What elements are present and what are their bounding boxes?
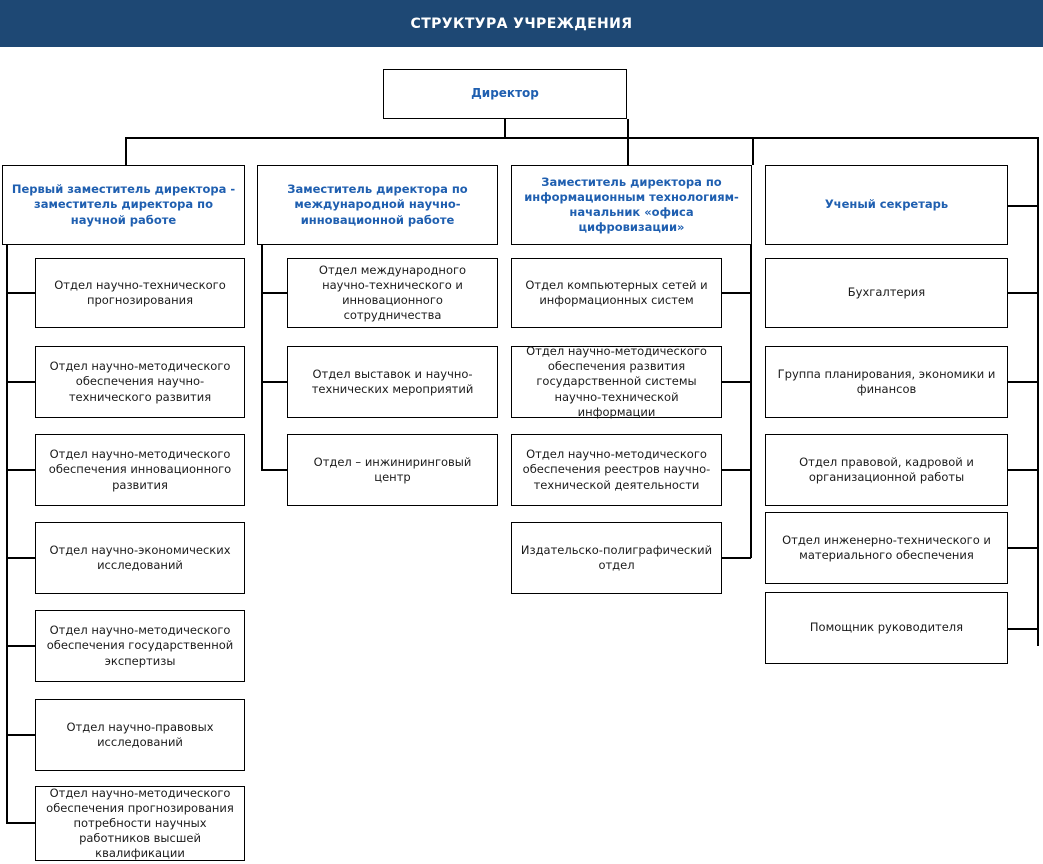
dept-3-3[interactable]: Отдел научно-методического обеспечения р… (511, 434, 722, 506)
branch-head-2-label: Заместитель директора по международной н… (287, 182, 468, 227)
chart-title-banner: СТРУКТУРА УЧРЕЖДЕНИЯ (0, 0, 1043, 47)
dept-1-1-label: Отдел научно-технического прогнозировани… (54, 277, 226, 307)
dept-3-2-label: Отдел научно-методического обеспечения р… (526, 344, 707, 419)
chart-title: СТРУКТУРА УЧРЕЖДЕНИЯ (410, 15, 633, 32)
dept-4-5[interactable]: Помощник руководителя (765, 592, 1008, 664)
dept-4-3[interactable]: Отдел правовой, кадровой и организационн… (765, 434, 1008, 506)
connector-dept-4-1 (1008, 292, 1038, 294)
branch-head-4[interactable]: Ученый секретарь (765, 165, 1008, 245)
dept-2-1-label: Отдел международного научно-технического… (318, 262, 467, 323)
dept-3-4[interactable]: Издательско-полиграфический отдел (511, 522, 722, 594)
node-director-label: Директор (471, 86, 539, 101)
dept-3-1-label: Отдел компьютерных сетей и информационны… (525, 277, 708, 307)
dept-1-5-label: Отдел научно-методического обеспечения г… (46, 623, 234, 668)
dept-2-3-label: Отдел – инжиниринговый центр (313, 454, 472, 484)
dept-2-1[interactable]: Отдел международного научно-технического… (287, 258, 498, 328)
dept-1-3-label: Отдел научно-методического обеспечения и… (48, 447, 232, 492)
dept-2-2-label: Отдел выставок и научно-технических меро… (311, 366, 474, 396)
dept-4-1[interactable]: Бухгалтерия (765, 258, 1008, 328)
connector-dept-3-1 (722, 292, 751, 294)
dept-1-4[interactable]: Отдел научно-экономических исследований (35, 522, 245, 594)
dept-4-1-label: Бухгалтерия (847, 285, 926, 300)
branch-head-3-label: Заместитель директора по информационным … (524, 174, 739, 235)
spine-branch-4 (1037, 165, 1039, 646)
connector-dept-1-2 (6, 381, 35, 383)
spine-branch-3 (750, 245, 752, 558)
connector-dept-1-6 (6, 734, 35, 736)
spine-branch-1 (6, 245, 8, 823)
connector-dept-1-5 (6, 645, 35, 647)
dept-2-2[interactable]: Отдел выставок и научно-технических меро… (287, 346, 498, 418)
connector-dept-4-4 (1008, 547, 1038, 549)
connector-dept-2-3 (261, 469, 287, 471)
node-director[interactable]: Директор (383, 69, 627, 119)
dept-1-2[interactable]: Отдел научно-методического обеспечения н… (35, 346, 245, 418)
connector-branch-4-drop (1037, 137, 1039, 165)
dept-4-2[interactable]: Группа планирования, экономики и финансо… (765, 346, 1008, 418)
spine-branch-2 (261, 245, 263, 469)
connector-dept-2-1 (261, 292, 287, 294)
dept-1-2-label: Отдел научно-методического обеспечения н… (49, 359, 231, 404)
connector-dept-3-4 (722, 557, 751, 559)
connector-dept-3-3 (722, 469, 751, 471)
connector-branch-2-drop (627, 119, 629, 165)
connector-dept-1-3 (6, 469, 35, 471)
connector-root-drop (504, 119, 506, 138)
dept-4-5-label: Помощник руководителя (809, 620, 964, 635)
dept-1-1[interactable]: Отдел научно-технического прогнозировани… (35, 258, 245, 328)
connector-head-4 (1008, 205, 1038, 207)
connector-dept-3-2 (722, 381, 751, 383)
branch-head-4-label: Ученый секретарь (824, 197, 949, 212)
branch-head-1-label: Первый заместитель директора - заместите… (11, 182, 236, 227)
dept-3-1[interactable]: Отдел компьютерных сетей и информационны… (511, 258, 722, 328)
branch-head-1[interactable]: Первый заместитель директора - заместите… (2, 165, 245, 245)
branch-head-2[interactable]: Заместитель директора по международной н… (257, 165, 498, 245)
connector-dept-4-3 (1008, 469, 1038, 471)
dept-1-3[interactable]: Отдел научно-методического обеспечения и… (35, 434, 245, 506)
dept-3-2[interactable]: Отдел научно-методического обеспечения р… (511, 344, 722, 419)
dept-4-3-label: Отдел правовой, кадровой и организационн… (799, 454, 974, 484)
dept-3-3-label: Отдел научно-методического обеспечения р… (522, 447, 711, 492)
dept-1-6[interactable]: Отдел научно-правовых исследований (35, 699, 245, 771)
dept-1-7-label: Отдел научно-методического обеспечения п… (46, 785, 234, 861)
dept-1-6-label: Отдел научно-правовых исследований (66, 719, 214, 749)
dept-1-4-label: Отдел научно-экономических исследований (49, 542, 231, 572)
branch-head-3[interactable]: Заместитель директора по информационным … (511, 165, 752, 245)
connector-dept-2-2 (261, 381, 287, 383)
connector-dept-1-7 (6, 822, 35, 824)
connector-dept-4-5 (1008, 628, 1038, 630)
dept-1-7[interactable]: Отдел научно-методического обеспечения п… (35, 786, 245, 861)
connector-dept-1-4 (6, 557, 35, 559)
dept-4-4-label: Отдел инженерно-технического и материаль… (782, 532, 991, 562)
dept-4-2-label: Группа планирования, экономики и финансо… (777, 366, 996, 396)
dept-3-4-label: Издательско-полиграфический отдел (520, 542, 713, 572)
dept-2-3[interactable]: Отдел – инжиниринговый центр (287, 434, 498, 506)
connector-branch-3-drop (752, 137, 754, 165)
connector-branch-1-drop (125, 137, 127, 165)
connector-dept-1-1 (6, 292, 35, 294)
dept-1-5[interactable]: Отдел научно-методического обеспечения г… (35, 610, 245, 682)
connector-dept-4-2 (1008, 381, 1038, 383)
connector-top-bus (125, 137, 1039, 139)
dept-4-4[interactable]: Отдел инженерно-технического и материаль… (765, 512, 1008, 584)
